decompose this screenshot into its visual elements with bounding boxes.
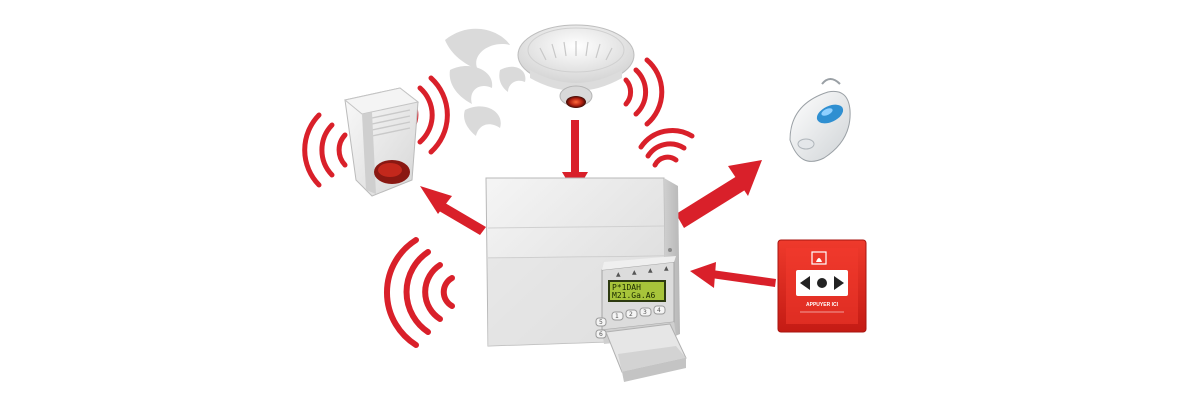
pendant-wave bbox=[638, 128, 695, 168]
arrow-panel-to-pendant bbox=[676, 160, 762, 228]
lcd-screen: P*1DAH M21.Ga.A6 bbox=[608, 280, 666, 302]
svg-text:▲: ▲ bbox=[648, 267, 653, 274]
panel-wave-left bbox=[383, 237, 455, 348]
detector-wave-right bbox=[623, 57, 665, 127]
smoke-wisps bbox=[445, 28, 526, 136]
svg-text:5: 5 bbox=[599, 319, 603, 326]
call-point-label: APPUYER ICI bbox=[806, 302, 839, 308]
pendant-remote-icon bbox=[789, 78, 851, 162]
signal-arrows bbox=[420, 120, 776, 288]
lcd-line-1: P*1DAH bbox=[612, 283, 641, 292]
siren-icon bbox=[343, 87, 420, 197]
keypad-flap bbox=[605, 323, 687, 382]
svg-text:4: 4 bbox=[657, 307, 661, 314]
svg-text:1: 1 bbox=[615, 313, 619, 320]
keypad-top-symbols: ▲ ▲ ▲ ▲ bbox=[616, 265, 669, 278]
fire-house-icon bbox=[811, 251, 827, 265]
keypad-side-keys: 5 6 bbox=[595, 317, 607, 339]
svg-text:▲: ▲ bbox=[632, 269, 637, 276]
svg-text:2: 2 bbox=[629, 311, 633, 318]
svg-text:6: 6 bbox=[599, 331, 603, 338]
arrow-callpoint-to-panel bbox=[690, 262, 776, 288]
smoke-detector-icon bbox=[517, 24, 635, 108]
svg-text:▲: ▲ bbox=[616, 271, 621, 278]
svg-text:▲: ▲ bbox=[664, 265, 669, 272]
arrow-panel-to-siren bbox=[420, 186, 486, 235]
keypad-icon: ▲ ▲ ▲ ▲ P*1DAH M21.Ga.A6 1 2 3 4 5 6 bbox=[595, 256, 687, 382]
keypad-keys: 1 2 3 4 bbox=[611, 305, 666, 321]
lcd-line-2: M21.Ga.A6 bbox=[612, 291, 656, 300]
siren-wave-left bbox=[302, 112, 348, 188]
manual-call-point-icon: APPUYER ICI bbox=[777, 239, 867, 333]
svg-text:3: 3 bbox=[643, 309, 647, 316]
